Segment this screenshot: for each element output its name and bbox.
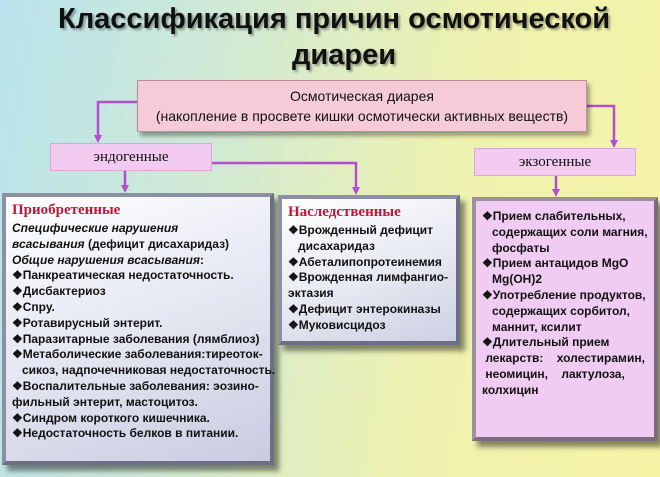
list-item: ❖Синдром короткого кишечника. — [12, 410, 210, 425]
list-item: ❖Прием антацидов MgO — [482, 256, 629, 271]
acquired-general-italic: Общие нарушения всасывания — [12, 252, 200, 267]
acquired-specific-italic: всасывания — [12, 236, 85, 251]
arrow-to-endogenous — [94, 100, 137, 143]
list-item: содержащих соли магния, — [482, 224, 648, 239]
list-item: ❖Прием слабительных, — [482, 209, 626, 223]
list-item: ❖Спру. — [12, 299, 55, 314]
list-item: ❖Ротавирусный энтерит. — [12, 315, 163, 330]
list-item: колхицин — [482, 382, 539, 397]
arrow-to-exogenous — [585, 104, 618, 148]
list-item: ❖Метаболические заболевания:тиреоток- — [12, 347, 263, 362]
list-item: ❖Дисбактериоз — [12, 284, 106, 299]
list-item: ❖Паразитарные заболевания (лямблиоз) — [12, 331, 260, 346]
acquired-specific-rest: (дефицит дисахаридаз) — [84, 236, 230, 251]
exogenous-causes-panel: ❖Прием слабительных, содержащих соли маг… — [472, 197, 658, 441]
list-item: фильный энтерит, мастоцитоз. — [12, 394, 198, 409]
list-item: сикоз, надпочечниковая недостаточность. — [12, 363, 276, 378]
list-item: ❖Абеталипопротеинемия — [288, 254, 442, 269]
osmotic-diarrhea-title: Осмотическая диарея — [290, 88, 434, 104]
list-item: неомицин, лактулоза, — [482, 366, 625, 381]
list-item: эктазия — [288, 286, 334, 301]
acquired-general-heading: Общие нарушения всасывания: — [12, 253, 264, 269]
acquired-specific-line-1: Специфические нарушения — [12, 221, 179, 235]
list-item: ❖Дефицит энтерокиназы — [288, 301, 441, 316]
list-item: ❖Врожденный дефицит — [288, 223, 433, 237]
list-item: ❖Недостаточность белков в питании. — [12, 426, 239, 441]
list-item: ❖Воспалительные заболевания: эозино- — [12, 378, 259, 393]
arrow-to-hereditary — [210, 161, 360, 195]
list-item: маннит, ксилит — [482, 319, 582, 334]
list-item: содержащих сорбитол, — [482, 303, 630, 318]
osmotic-diarrhea-definition: (накопление в просвете кишки осмотически… — [155, 108, 569, 124]
list-item: ❖Длительный прием — [482, 335, 610, 350]
list-item: ❖Муковисцидоз — [288, 317, 386, 332]
acquired-general-colon: : — [199, 252, 204, 267]
acquired-causes-panel: Приобретенные Специфические нарушения вс… — [2, 193, 276, 465]
endogenous-label: эндогенные — [50, 143, 212, 171]
exogenous-label: экзогенные — [474, 148, 636, 176]
list-item: ❖Панкреатическая недостаточность. — [12, 268, 234, 283]
list-item: Mg(OH)2 — [482, 272, 542, 287]
slide-title-line-1: Классификация причин осмотической — [58, 3, 611, 35]
acquired-specific-line-2: всасывания (дефицит дисахаридаз) — [12, 237, 264, 253]
hereditary-title: Наследственные — [288, 204, 401, 220]
list-item: ❖Употребление продуктов, — [482, 287, 646, 302]
list-item: ❖Врожденная лимфангио- — [288, 270, 449, 285]
list-item: лекарств: холестирамин, — [482, 351, 645, 366]
acquired-title: Приобретенные — [12, 202, 121, 218]
list-item: фосфаты — [482, 240, 550, 255]
osmotic-diarrhea-box: Осмотическая диарея (накопление в просве… — [137, 80, 587, 132]
hereditary-causes-panel: Наследственные ❖Врожденный дефицит дисах… — [278, 195, 460, 345]
list-item: дисахаридаз — [288, 238, 375, 253]
slide-title-line-2: диареи — [292, 39, 397, 71]
